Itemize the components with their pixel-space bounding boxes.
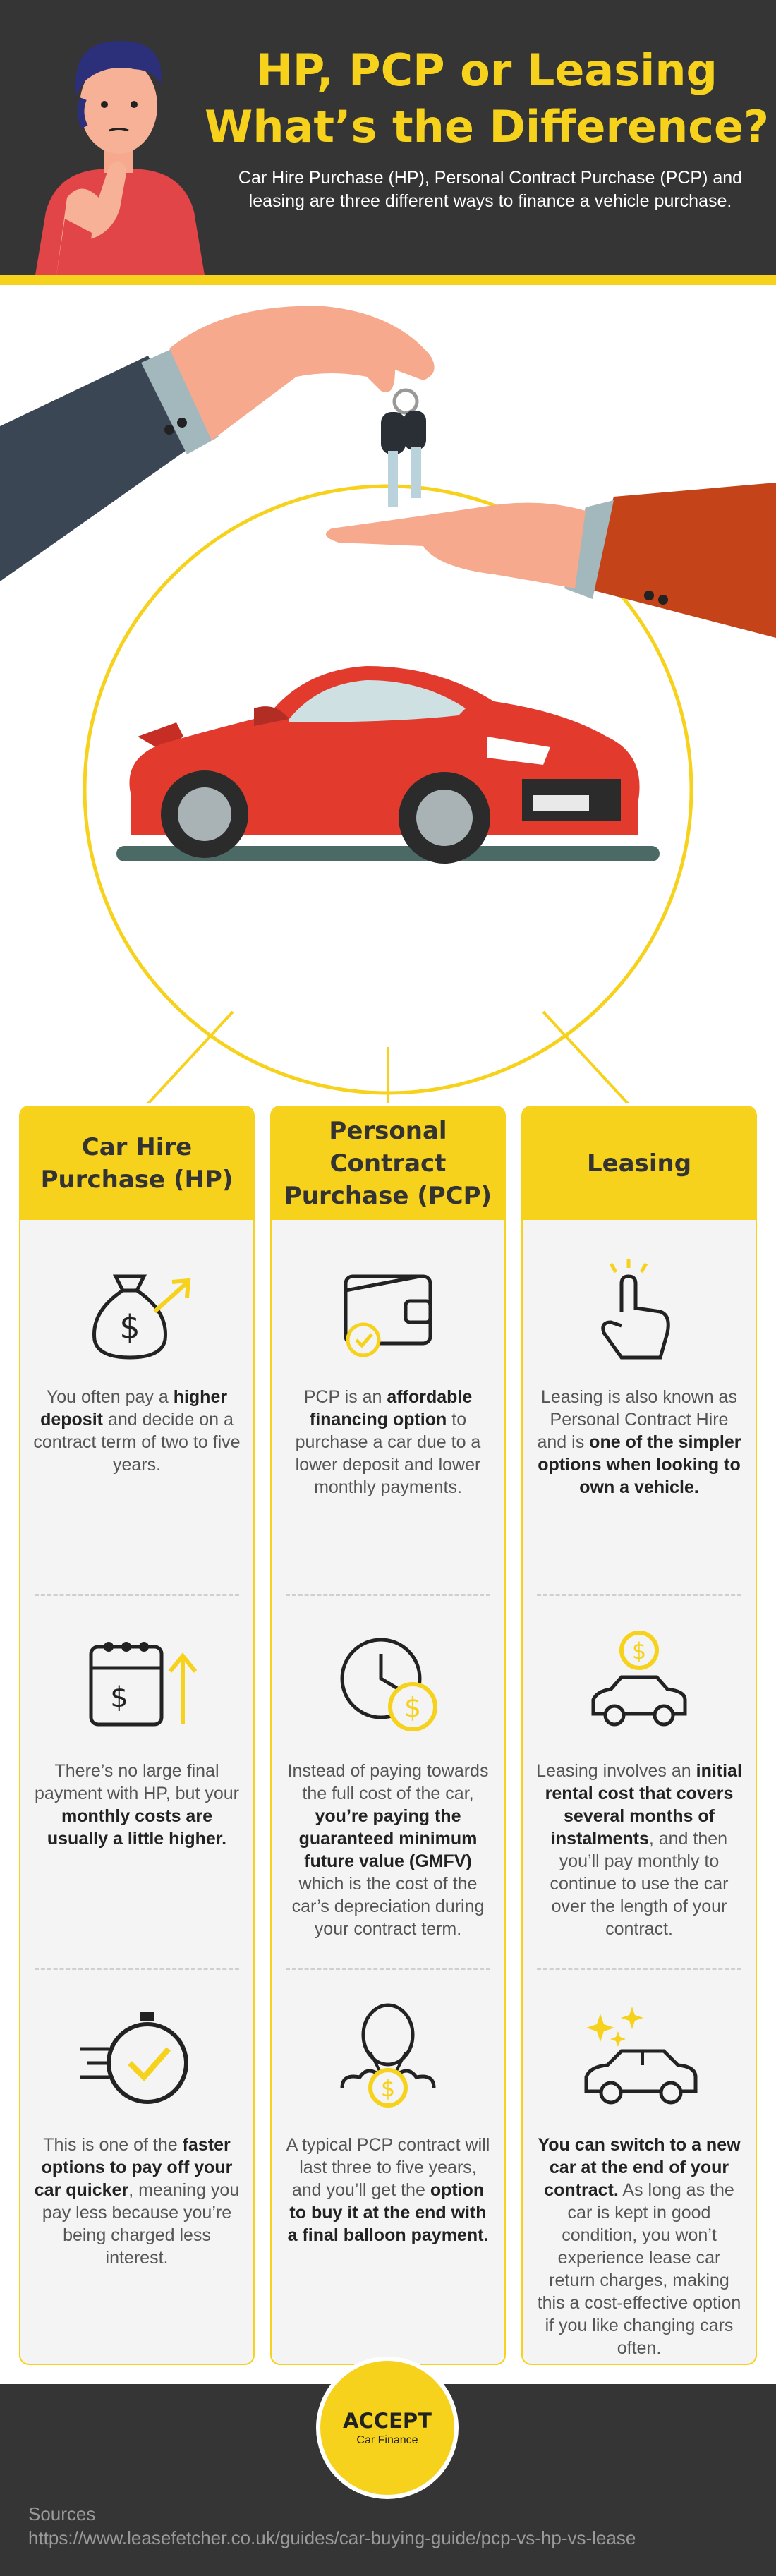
page-subtitle: Car Hire Purchase (HP), Personal Contrac… <box>238 168 743 211</box>
sources-link[interactable]: https://www.leasefetcher.co.uk/guides/ca… <box>28 2527 636 2548</box>
sources: Sources https://www.leasefetcher.co.uk/g… <box>28 2502 636 2550</box>
clock-coin-icon: $ <box>340 1638 437 1731</box>
hp-cell-1-text: You often pay a higher deposit and decid… <box>33 1386 241 1476</box>
hp-cell-2-text: There’s no large final payment with HP, … <box>33 1760 241 1850</box>
calendar-arrow-icon: $ <box>89 1642 197 1727</box>
divider <box>35 1594 239 1596</box>
pcp-cell-3: $ A typical PCP contract will last three… <box>272 1968 504 2342</box>
balloon-coin-icon: $ <box>340 2003 436 2108</box>
money-bag-icon: $ <box>92 1274 191 1360</box>
svg-text:$: $ <box>404 1692 421 1723</box>
title-line-1: HP, PCP or Leasing <box>256 44 717 96</box>
hp-column: Car Hire Purchase (HP) $ You often pay a… <box>19 1106 255 2365</box>
divider <box>35 1968 239 1970</box>
body-text: This is one of the <box>43 2135 183 2155</box>
leasing-cell-1-text: Leasing is also known as Personal Contra… <box>535 1386 743 1499</box>
stopwatch-icon <box>80 2012 188 2104</box>
svg-text:$: $ <box>110 1681 128 1714</box>
pcp-column: Personal Contract Purchase (PCP) PCP is … <box>270 1106 506 2365</box>
emphasis-text: higher deposit <box>40 1387 228 1429</box>
leasing-cell-1: Leasing is also known as Personal Contra… <box>523 1220 756 1594</box>
divider <box>286 1968 490 1970</box>
logo-text-accept: ACCEPT <box>343 2409 432 2433</box>
pcp-cell-1-text: PCP is an affordable financing option to… <box>284 1386 492 1499</box>
sports-car-icon <box>116 666 660 864</box>
pcp-cell-2: $ Instead of paying towards the full cos… <box>272 1594 504 1968</box>
body-text: Instead of paying towards the full cost … <box>287 1761 489 1803</box>
body-text: to purchase a car due to a lower deposit… <box>295 1410 481 1497</box>
header: HP, PCP or Leasing What’s the Difference… <box>0 0 776 284</box>
svg-text:$: $ <box>632 1638 646 1664</box>
body-text: As long as the car is kept in good condi… <box>537 2180 741 2358</box>
pcp-cell-3-text: A typical PCP contract will last three t… <box>284 2134 492 2247</box>
svg-text:$: $ <box>119 1308 140 1346</box>
emphasis-text: one of the simpler options when looking … <box>538 1432 741 1497</box>
car-coin-icon: $ <box>591 1631 687 1727</box>
hp-cell-2: $ There’s no large final payment with HP… <box>20 1594 253 1968</box>
body-text: and decide on a contract term of two to … <box>33 1410 241 1475</box>
pcp-cell-1: PCP is an affordable financing option to… <box>272 1220 504 1594</box>
pcp-column-header: Personal Contract Purchase (PCP) <box>272 1107 504 1220</box>
hero-illustration <box>0 306 776 1103</box>
leasing-column-title: Leasing <box>586 1149 692 1178</box>
emphasis-text: faster options to pay off your car quick… <box>34 2135 233 2200</box>
giving-hand-icon <box>0 306 435 581</box>
page-title: HP, PCP or Leasing What’s the Difference… <box>205 42 769 155</box>
leasing-column: Leasing Leasing is also known as Persona… <box>521 1106 757 2365</box>
pcp-cell-2-text: Instead of paying towards the full cost … <box>284 1760 492 1940</box>
divider <box>537 1968 741 1970</box>
body-text: PCP is an <box>303 1387 387 1407</box>
accept-car-finance-logo: ACCEPT Car Finance <box>316 2357 459 2499</box>
leasing-cell-2: $ Leasing involves an initial rental cos… <box>523 1594 756 1968</box>
leasing-cell-3-text: You can switch to a new car at the end o… <box>535 2134 743 2359</box>
emphasis-text: you’re paying the guaranteed minimum fut… <box>298 1806 478 1871</box>
body-text: , meaning you pay less because you’re be… <box>42 2180 240 2268</box>
hp-cell-1: $ You often pay a higher deposit and dec… <box>20 1220 253 1594</box>
header-accent-bar <box>0 275 776 285</box>
divider <box>286 1594 490 1596</box>
pcp-column-title: Personal Contract Purchase (PCP) <box>284 1117 492 1210</box>
receiving-hand-icon <box>326 483 776 638</box>
wallet-icon <box>344 1274 432 1357</box>
body-text: which is the cost of the car’s depreciat… <box>291 1874 485 1939</box>
divider <box>537 1594 741 1596</box>
emphasis-text: affordable financing option <box>309 1387 473 1429</box>
leasing-cell-3: You can switch to a new car at the end o… <box>523 1968 756 2358</box>
hp-column-header: Car Hire Purchase (HP) <box>20 1107 253 1220</box>
body-text: You often pay a <box>46 1387 174 1407</box>
emphasis-text: option to buy it at the end with a final… <box>287 2180 489 2245</box>
body-text: Leasing involves an <box>536 1761 696 1781</box>
body-text: A typical PCP contract will last three t… <box>286 2135 490 2200</box>
shiny-car-icon <box>584 2007 698 2105</box>
logo-text-car-finance: Car Finance <box>356 2434 418 2446</box>
emphasis-text: initial rental cost that covers several … <box>545 1761 742 1849</box>
hp-column-title: Car Hire Purchase (HP) <box>40 1133 234 1194</box>
hp-cell-3: This is one of the faster options to pay… <box>20 1968 253 2342</box>
connector-lines <box>147 1010 629 1103</box>
body-text: There’s no large final payment with HP, … <box>35 1761 239 1803</box>
car-keys-icon <box>381 388 426 507</box>
body-text: , and then you’ll pay monthly to continu… <box>550 1829 729 1939</box>
svg-text:$: $ <box>381 2075 395 2102</box>
emphasis-text: monthly costs are usually a little highe… <box>47 1806 227 1849</box>
emphasis-text: You can switch to a new car at the end o… <box>538 2135 741 2200</box>
sources-label: Sources <box>28 2503 96 2524</box>
leasing-column-header: Leasing <box>523 1107 756 1220</box>
thinking-person-icon <box>35 40 205 275</box>
hp-cell-3-text: This is one of the faster options to pay… <box>33 2134 241 2269</box>
body-text: Leasing is also known as Personal Contra… <box>537 1387 737 1452</box>
pointing-hand-icon <box>601 1259 670 1360</box>
leasing-cell-2-text: Leasing involves an initial rental cost … <box>535 1760 743 1940</box>
title-line-2: What’s the Difference? <box>205 101 769 152</box>
